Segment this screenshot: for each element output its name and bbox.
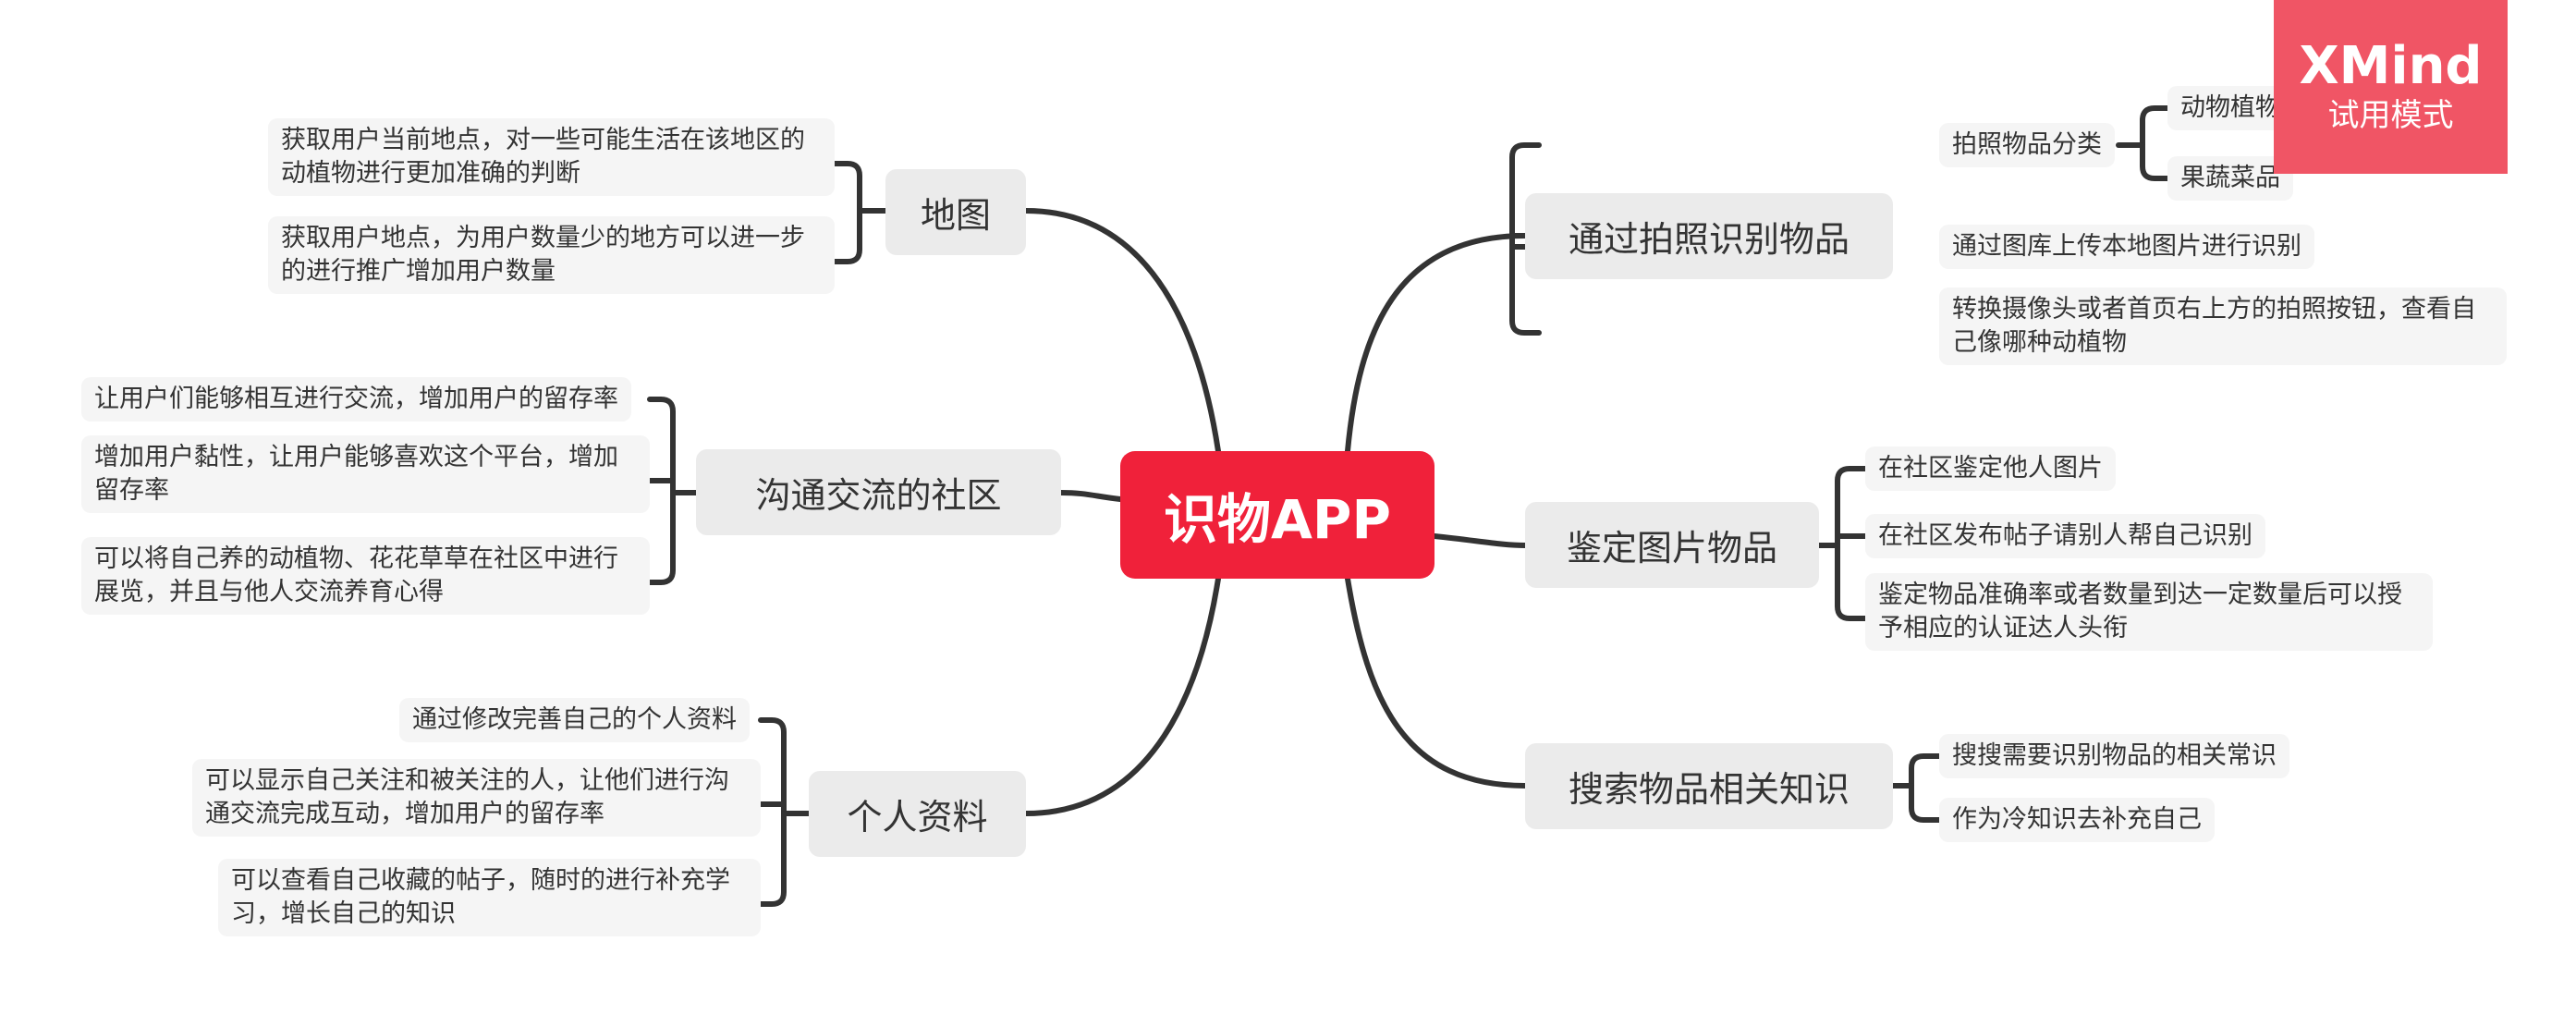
topic-profile[interactable]: 个人资料: [809, 771, 1026, 857]
subtopic-photo-classify[interactable]: 拍照物品分类: [1939, 123, 2115, 167]
edge-profile: [1023, 576, 1221, 816]
xmind-brand: XMind: [2299, 36, 2483, 96]
central-topic[interactable]: 识物APP: [1120, 451, 1435, 579]
subtopic-post-request[interactable]: 在社区发布帖子请别人帮自己识别: [1865, 514, 2265, 558]
subtopic-gallery-upload[interactable]: 通过图库上传本地图片进行识别: [1939, 225, 2314, 269]
subtopic-trivia[interactable]: 作为冷知识去补充自己: [1939, 798, 2215, 842]
subtopic-identify-others[interactable]: 在社区鉴定他人图片: [1865, 446, 2116, 491]
subtopic-fruits-vegetables[interactable]: 果蔬菜品: [2167, 156, 2293, 201]
subtopic-switch-camera[interactable]: 转换摄像头或者首页右上方的拍照按钮，查看自己像哪种动植物: [1939, 287, 2507, 365]
edge-photo: [1345, 233, 1528, 454]
subtopic-expert-title[interactable]: 鉴定物品准确率或者数量到达一定数量后可以授予相应的认证达人头衔: [1865, 573, 2433, 651]
subtopic-community-showcase[interactable]: 可以将自己养的动植物、花花草草在社区中进行展览，并且与他人交流养育心得: [81, 537, 650, 615]
subtopic-profile-edit[interactable]: 通过修改完善自己的个人资料: [399, 698, 750, 742]
subtopic-profile-favorites[interactable]: 可以查看自己收藏的帖子，随时的进行补充学习，增长自己的知识: [218, 859, 761, 936]
edge-community: [1058, 490, 1123, 502]
xmind-trial-badge: XMind 试用模式: [2274, 0, 2508, 174]
subtopic-community-communicate[interactable]: 让用户们能够相互进行交流，增加用户的留存率: [81, 377, 631, 422]
subtopic-profile-follow[interactable]: 可以显示自己关注和被关注的人，让他们进行沟通交流完成互动，增加用户的留存率: [192, 759, 761, 837]
trial-mode-label: 试用模式: [2327, 97, 2454, 134]
topic-photo-recognition[interactable]: 通过拍照识别物品: [1525, 193, 1893, 279]
topic-community[interactable]: 沟通交流的社区: [696, 449, 1061, 535]
topic-search-knowledge[interactable]: 搜索物品相关知识: [1525, 743, 1893, 829]
edge-identify: [1432, 533, 1528, 548]
edge-map: [1023, 208, 1221, 454]
subtopic-search-common-sense[interactable]: 搜搜需要识别物品的相关常识: [1939, 734, 2289, 778]
topic-image-identify[interactable]: 鉴定图片物品: [1525, 502, 1819, 588]
subtopic-map-promotion[interactable]: 获取用户地点，为用户数量少的地方可以进一步的进行推广增加用户数量: [268, 216, 835, 294]
edge-search: [1345, 576, 1528, 789]
subtopic-animals-plants[interactable]: 动物植物: [2167, 86, 2293, 130]
subtopic-community-stickiness[interactable]: 增加用户黏性，让用户能够喜欢这个平台，增加留存率: [81, 435, 650, 513]
subtopic-map-location-judgment[interactable]: 获取用户当前地点，对一些可能生活在该地区的动植物进行更加准确的判断: [268, 118, 835, 196]
topic-map[interactable]: 地图: [885, 169, 1026, 255]
